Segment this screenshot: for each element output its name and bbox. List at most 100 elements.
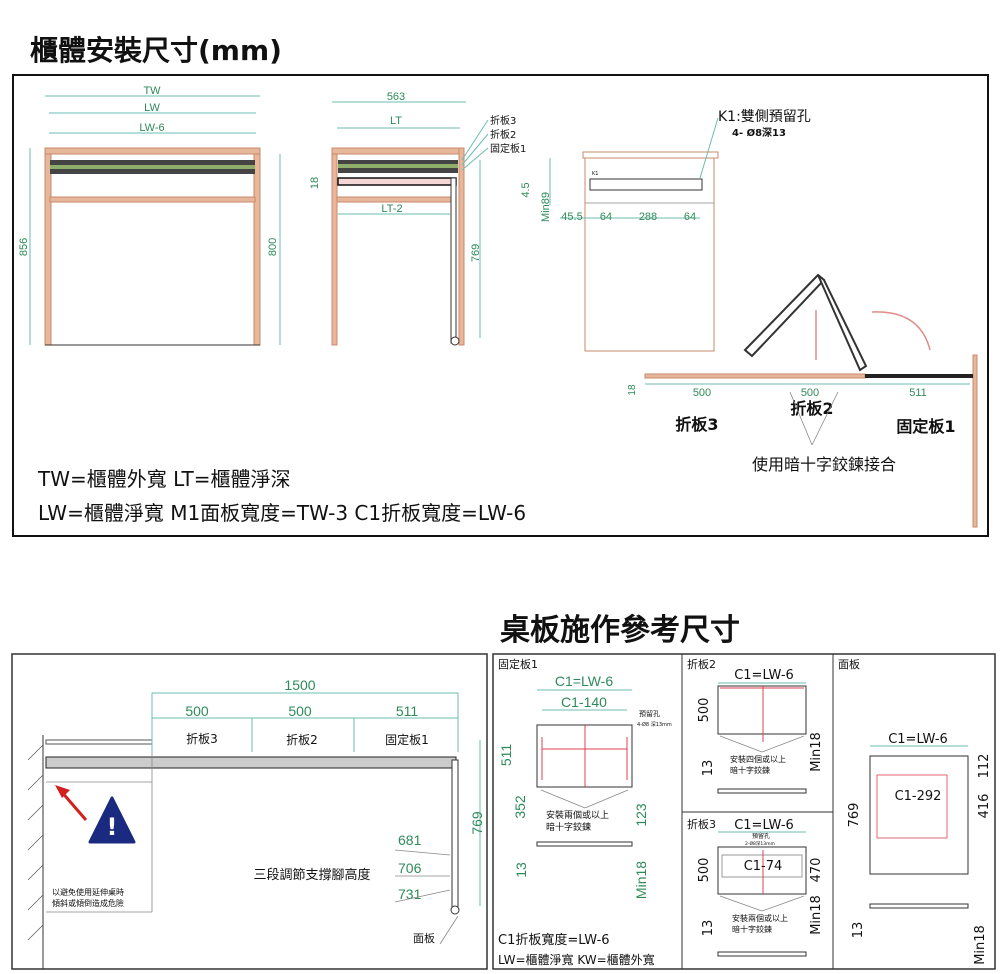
dim-4-5: 4.5 — [520, 182, 532, 197]
fold3-hole2: 2-Ø8深13mm — [745, 840, 775, 847]
dim-lw6: LW-6 — [139, 122, 164, 134]
panel-13: 13 — [851, 922, 866, 939]
unfold-fold3: 折板3 — [675, 415, 718, 434]
dim-64a: 64 — [600, 211, 612, 223]
label-fold2: 折板2 — [490, 128, 516, 141]
dim-45-5: 45.5 — [561, 211, 582, 223]
dim-b769: 769 — [469, 811, 485, 835]
panel-416: 416 — [977, 794, 992, 819]
fixed-c1: C1=LW-6 — [555, 673, 613, 689]
fold3-min18: Min18 — [809, 895, 824, 935]
panel-c1: C1=LW-6 — [888, 732, 948, 747]
dim-b500b: 500 — [288, 703, 312, 719]
fold3-hole1: 預留孔 — [752, 832, 770, 840]
ext-fixed1: 固定板1 — [385, 732, 429, 747]
front-view: TW LW LW-6 856 — [18, 85, 261, 346]
install-frame — [12, 74, 989, 537]
svg-text:!: ! — [107, 813, 118, 841]
fixed-511: 511 — [498, 744, 514, 767]
dim-800: 800 — [267, 238, 279, 256]
dim-min89: Min89 — [540, 192, 552, 222]
fold2-500: 500 — [697, 698, 712, 723]
fold2-note2: 暗十字鉸鍊 — [730, 765, 770, 775]
unfold-fold2: 折板2 — [790, 399, 833, 418]
desk-title: 桌板施作參考尺寸 — [500, 613, 740, 648]
warning-line1: 以避免使用延伸桌時 — [52, 887, 124, 897]
fixed-note2: 暗十字鉸鍊 — [546, 821, 591, 833]
fold3-c1: C1=LW-6 — [734, 818, 794, 833]
dim-1500: 1500 — [284, 677, 315, 693]
panel-c292: C1-292 — [895, 789, 942, 804]
fixed-foot2: LW=櫃體淨寬 KW=櫃體外寬 — [498, 952, 655, 967]
fixed-note1: 安裝兩個或以上 — [546, 809, 609, 821]
fold3-panel: 折板3 C1=LW-6 預留孔 2-Ø8深13mm C1-74 500 470 … — [687, 817, 824, 957]
face-panel: 面板 C1=LW-6 C1-292 769 112 416 13 Min18 — [838, 657, 992, 965]
legend-line1: TW=櫃體外寬 LT=櫃體淨深 — [37, 467, 290, 491]
hole-spec: 4- Ø8深13 — [732, 126, 786, 139]
fixed-352: 352 — [512, 795, 528, 819]
fold3-c74: C1-74 — [744, 859, 783, 874]
fixed-board-panel: 固定板1 C1=LW-6 C1-140 預留孔 4-Ø8 深13mm 511 3… — [498, 657, 672, 967]
dim-lw: LW — [144, 102, 160, 114]
panel-769: 769 — [847, 803, 862, 828]
warning-icon — [88, 796, 136, 844]
side-view: 563 LT LT-2 800 18 769 折板3 折板2 固定板1 — [267, 91, 526, 346]
dim-lt: LT — [390, 115, 402, 127]
fold2-c1: C1=LW-6 — [734, 668, 794, 683]
fixed-hole1: 預留孔 — [639, 709, 660, 718]
dim-tw: TW — [143, 85, 161, 97]
k1-label: K1 — [592, 171, 598, 177]
install-title: 櫃體安裝尺寸(mm) — [30, 34, 282, 67]
fold3-title: 折板3 — [687, 817, 716, 831]
fixed-123: 123 — [633, 803, 649, 827]
extension-frame — [11, 653, 488, 970]
fold3-note1: 安裝兩個或以上 — [732, 913, 788, 923]
panel-label: 面板 — [413, 931, 435, 945]
dim-856: 856 — [18, 238, 30, 256]
panel-min18: Min18 — [973, 925, 988, 965]
fold2-title: 折板2 — [687, 657, 716, 671]
parts-frame — [492, 653, 996, 970]
unfold-view: 18 500 500 511 折板3 折板2 固定板1 使用暗十字鉸鍊接合 — [627, 273, 978, 528]
warning-line2: 傾斜或傾倒造成危險 — [52, 898, 124, 908]
hinge-note: 使用暗十字鉸鍊接合 — [752, 455, 896, 474]
dim-b500a: 500 — [185, 703, 209, 719]
hole-title: K1:雙側預留孔 — [718, 109, 811, 125]
height-706: 706 — [398, 860, 422, 876]
dim-64b: 64 — [684, 211, 696, 223]
fixed-c140: C1-140 — [561, 694, 607, 710]
height-681: 681 — [398, 832, 422, 848]
ext-fold2: 折板2 — [286, 732, 318, 747]
fixed-13: 13 — [513, 862, 529, 878]
hole-view: K1 K1:雙側預留孔 4- Ø8深13 4.5 Min89 45.5 64 2… — [520, 109, 811, 352]
dim-t18: 18 — [627, 384, 638, 396]
dim-769: 769 — [470, 244, 482, 262]
fixed-hole2: 4-Ø8 深13mm — [637, 721, 672, 728]
dim-18: 18 — [309, 177, 321, 189]
dim-b511: 511 — [396, 703, 419, 719]
legend-line2: LW=櫃體淨寬 M1面板寬度=TW-3 C1折板寬度=LW-6 — [38, 501, 526, 525]
extension-view: ! 1500 500 500 511 折板3 折板2 固定板1 769 681 … — [27, 677, 485, 969]
fixed-foot1: C1折板寬度=LW-6 — [498, 932, 610, 948]
fold2-13: 13 — [701, 760, 716, 777]
fixed-min18: Min18 — [633, 861, 649, 899]
height-731: 731 — [398, 886, 422, 902]
fold2-panel: 折板2 C1=LW-6 500 13 Min18 安裝四個或以上 暗十字鉸鍊 — [687, 657, 824, 794]
fold2-note1: 安裝四個或以上 — [730, 754, 786, 764]
dim-288: 288 — [639, 211, 657, 223]
fold3-500: 500 — [697, 858, 712, 883]
label-fixed1: 固定板1 — [490, 142, 526, 155]
unfold-fixed1: 固定板1 — [896, 417, 955, 436]
fold2-min18: Min18 — [809, 732, 824, 772]
fixed-title: 固定板1 — [498, 657, 538, 671]
dim-lt2: LT-2 — [381, 203, 402, 215]
label-fold3: 折板3 — [490, 114, 516, 127]
ext-fold3: 折板3 — [186, 731, 218, 746]
dim-563: 563 — [387, 91, 405, 103]
fold3-note2: 暗十字鉸鍊 — [732, 924, 772, 934]
dim-u500b: 500 — [801, 387, 819, 399]
fold3-13: 13 — [701, 920, 716, 937]
dim-u511: 511 — [909, 387, 927, 399]
fold3-470: 470 — [809, 858, 824, 883]
